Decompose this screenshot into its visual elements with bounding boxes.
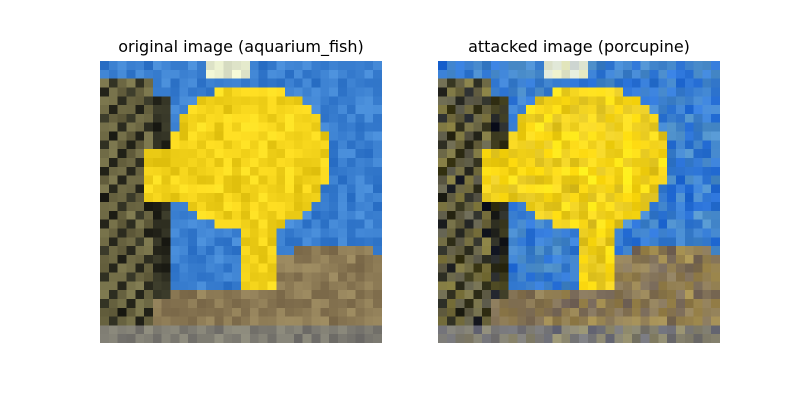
attacked-image-pixels xyxy=(438,61,720,343)
attacked-image xyxy=(438,61,720,343)
original-image-pixels xyxy=(100,61,382,343)
original-image-title: original image (aquarium_fish) xyxy=(118,37,364,56)
attacked-image-title: attacked image (porcupine) xyxy=(468,37,690,56)
original-image xyxy=(100,61,382,343)
